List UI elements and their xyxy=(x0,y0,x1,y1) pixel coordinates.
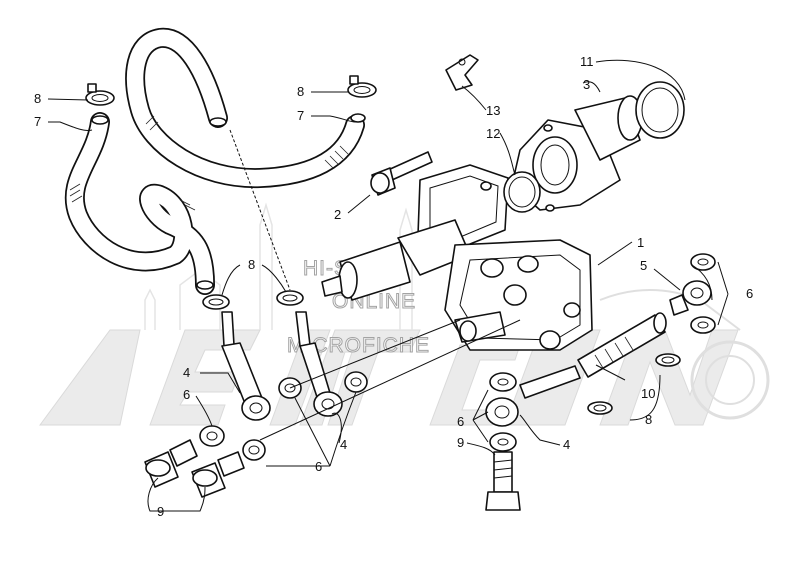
washer-right-1 xyxy=(690,253,716,271)
callout-7-right: 7 xyxy=(297,108,304,123)
washer-left-1 xyxy=(199,425,225,447)
washer-right-4 xyxy=(489,432,517,452)
banjo-fitting-left-b xyxy=(295,311,343,417)
callout-8-mid: 8 xyxy=(248,257,255,272)
leader-lines xyxy=(47,59,729,512)
washer-right-2 xyxy=(690,316,716,334)
callout-8-lower-right: 8 xyxy=(645,412,652,427)
callout-4-center: 4 xyxy=(340,437,347,452)
callout-3: 3 xyxy=(583,77,590,92)
hose-clamp-lower-right-b xyxy=(587,401,613,415)
hose-left xyxy=(64,112,215,295)
callout-12: 12 xyxy=(486,126,500,141)
o-ring-small xyxy=(503,171,541,213)
hose-hatching xyxy=(145,115,349,169)
callouts: 1 2 3 4 4 4 5 6 6 6 6 7 7 8 8 8 8 9 9 10… xyxy=(34,54,753,519)
banjo-fitting-left-a xyxy=(221,311,271,421)
callout-13: 13 xyxy=(486,103,500,118)
washer-left-3 xyxy=(344,371,368,393)
callout-2: 2 xyxy=(334,207,341,222)
callout-6-center: 6 xyxy=(315,459,322,474)
callout-8-top-left: 8 xyxy=(34,91,41,106)
hose-clamp-top-left xyxy=(85,83,115,106)
callout-8-top-right: 8 xyxy=(297,84,304,99)
callout-11: 11 xyxy=(580,54,594,69)
hose-clamp-mid-left xyxy=(202,294,230,310)
callout-5: 5 xyxy=(640,258,647,273)
washer-left-4 xyxy=(242,439,266,461)
o-ring-large xyxy=(635,81,685,139)
flange-bolt xyxy=(370,151,433,196)
callout-10: 10 xyxy=(641,386,655,401)
washer-right-3 xyxy=(489,372,517,392)
callout-6-left: 6 xyxy=(183,387,190,402)
hose-clamp-mid-right xyxy=(276,290,304,306)
hose-clamp-lower-right-a xyxy=(655,353,681,367)
banjo-fitting-right-upper xyxy=(669,280,712,316)
hose-clamp-top-right xyxy=(347,75,377,98)
callout-6-right: 6 xyxy=(457,414,464,429)
callout-9-left: 9 xyxy=(157,504,164,519)
callout-4-right: 4 xyxy=(563,437,570,452)
callout-7-left: 7 xyxy=(34,114,41,129)
banjo-bolt-left-1 xyxy=(144,439,198,488)
oil-pump-valve-body xyxy=(321,164,593,351)
callout-1: 1 xyxy=(637,235,644,250)
callout-6-far-right: 6 xyxy=(746,286,753,301)
hose-long xyxy=(125,27,366,189)
callout-9-right: 9 xyxy=(457,435,464,450)
banjo-fitting-right-lower xyxy=(485,365,581,427)
banjo-bolt-right xyxy=(485,451,521,511)
hose-short-right xyxy=(577,312,667,378)
banjo-bolt-left-2 xyxy=(191,451,245,498)
callout-4-left: 4 xyxy=(183,365,190,380)
mounting-clip xyxy=(445,54,479,91)
